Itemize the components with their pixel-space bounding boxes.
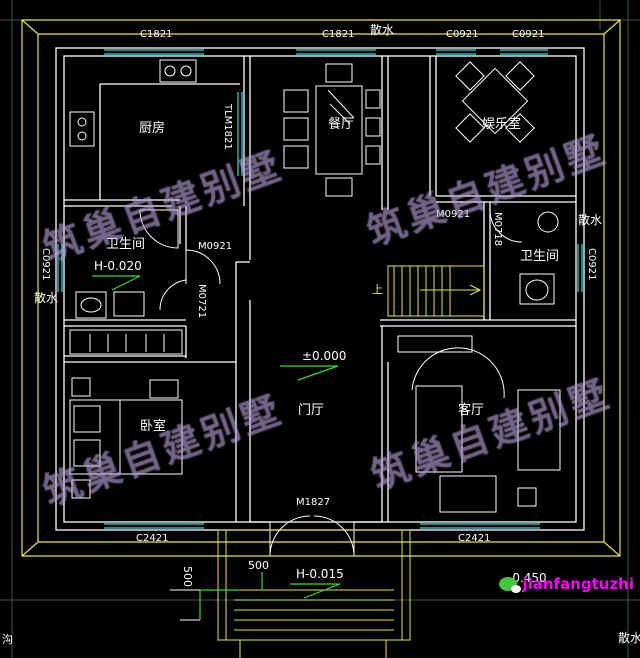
stairs <box>387 265 485 317</box>
dimension-500-mid: 500 <box>248 559 269 572</box>
room-entertainment: 娱乐室 <box>482 117 522 132</box>
room-bathroom-left: 卫生间 <box>106 237 146 252</box>
room-living: 客厅 <box>458 403 485 418</box>
brand-text: jianfangtuzhi <box>522 575 634 593</box>
ditch-label: 沟 <box>2 633 13 646</box>
room-kitchen: 厨房 <box>139 121 166 136</box>
window-label-right: C0921 <box>586 248 597 281</box>
window-label-bottom-right: C2421 <box>458 533 491 544</box>
level-bath: H-0.020 <box>94 259 142 273</box>
window-label-top-left: C1821 <box>140 29 173 40</box>
door-label-small-right: M0718 <box>492 212 503 247</box>
apron-label-bottom-right: 散水 <box>618 631 640 645</box>
room-dining: 餐厅 <box>328 117 355 132</box>
window-label-bottom-left: C2421 <box>136 533 169 544</box>
room-foyer: 门厅 <box>298 403 325 418</box>
front-steps <box>217 529 411 658</box>
window-label-top-right-a: C0921 <box>446 29 479 40</box>
window-label-top-mid: C1821 <box>322 29 355 40</box>
room-bedroom: 卧室 <box>140 419 167 434</box>
window-label-kitchen-side: TLM1821 <box>222 104 233 150</box>
level-floor: ±0.000 <box>302 349 347 363</box>
door-label-bath-right: M0921 <box>436 209 471 220</box>
window-label-top-right-b: C0921 <box>512 29 545 40</box>
window-label-left: C0921 <box>40 248 51 281</box>
stair-up-label: 上 <box>372 283 383 296</box>
brand-badge: jianfangtuzhi <box>499 575 634 593</box>
apron-label-top: 散水 <box>370 23 395 37</box>
wechat-icon <box>499 577 522 593</box>
room-bathroom-right: 卫生间 <box>520 249 560 264</box>
windows <box>57 49 583 529</box>
apron-outline <box>21 19 621 557</box>
interior-walls <box>64 56 576 523</box>
door-swings <box>159 209 523 557</box>
furniture <box>69 59 561 513</box>
dimension-500-left: 500 <box>181 566 194 587</box>
level-entry: H-0.015 <box>296 567 344 581</box>
door-label-main: M1827 <box>296 497 331 508</box>
level-right-bottom: -0.450 <box>508 571 547 585</box>
apron-label-left: 散水 <box>34 291 59 305</box>
door-label-small: M0721 <box>196 284 207 319</box>
dimension-lines <box>170 589 200 621</box>
level-marks <box>92 275 341 620</box>
door-label-bath-left: M0921 <box>198 241 233 252</box>
apron-label-right: 散水 <box>578 213 603 227</box>
